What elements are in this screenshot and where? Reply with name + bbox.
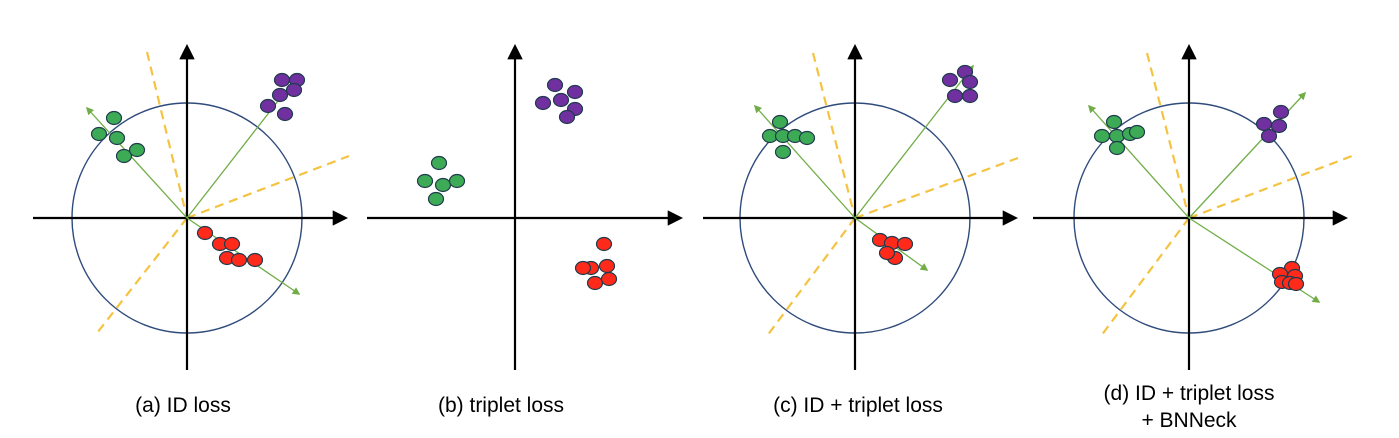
- panel-c-purple-sample-1: [941, 72, 959, 88]
- panel-d-purple-sample-2: [1255, 116, 1273, 132]
- panel-d-green-class-vector: [1087, 104, 1190, 219]
- panel-b-red-sample-1: [595, 236, 613, 252]
- panel-a-purple-sample-1: [273, 72, 291, 88]
- panel-c-red-sample-5: [878, 245, 896, 261]
- panel-a-green-sample-5: [128, 142, 146, 158]
- panel-c-green-sample-6: [774, 144, 792, 160]
- panel-a-red-sample-6: [246, 252, 264, 268]
- panel-a-caption-line-1: (a) ID loss: [135, 394, 231, 417]
- panel-c-purple-sample-3: [961, 74, 979, 90]
- panel-d-purple-sample-4: [1260, 128, 1278, 144]
- panel-a-decision-boundary-1: [145, 51, 189, 219]
- panel-c-decision-boundary-2: [854, 156, 1019, 220]
- panel-d-decision-boundary-1: [1145, 52, 1191, 219]
- panel-c-green-sample-5: [798, 130, 816, 146]
- panel-a-plot: [33, 43, 350, 370]
- panel-a-red-sample-1: [196, 225, 214, 241]
- panel-c: (c) ID + triplet loss: [703, 43, 1019, 417]
- panel-d-green-sample-2: [1093, 128, 1111, 144]
- panel-d-caption-line-2: + BNNeck: [1141, 409, 1237, 432]
- panel-c-decision-boundary-3: [766, 217, 856, 337]
- panel-a-purple-sample-6: [276, 106, 294, 122]
- panel-d-green-sample-5: [1128, 124, 1146, 140]
- panel-b-red-sample-5: [600, 271, 618, 287]
- panel-b-green-sample-4: [448, 173, 466, 189]
- panel-b-green-sample-2: [416, 173, 434, 189]
- panel-d-decision-boundary-3: [1100, 217, 1190, 337]
- panel-a-green-sample-4: [115, 148, 133, 164]
- panel-d-green-sample-1: [1105, 114, 1123, 130]
- panel-b-red-sample-3: [586, 275, 604, 291]
- panel-a-red-sample-5: [230, 252, 248, 268]
- panel-a-green-sample-2: [90, 126, 108, 142]
- panel-d-green-sample-6: [1108, 140, 1126, 156]
- panel-c-red-sample-3: [896, 236, 914, 252]
- panel-d-purple-sample-3: [1270, 118, 1288, 134]
- panel-a-purple-sample-3: [271, 87, 289, 103]
- panel-d-red-sample-6: [1287, 276, 1305, 292]
- panel-b-purple-sample-3: [552, 92, 570, 108]
- panel-a-green-class-vector: [85, 106, 188, 219]
- panel-d: (d) ID + triplet loss + BNNeck: [1033, 43, 1353, 432]
- panel-b-green-sample-3: [434, 177, 452, 193]
- panel-a-purple-sample-4: [285, 82, 303, 98]
- panel-b: (b) triplet loss: [367, 43, 684, 417]
- panel-c-caption-line-1: (c) ID + triplet loss: [773, 394, 943, 417]
- panel-b-purple-sample-1: [546, 77, 564, 93]
- panel-c-plot: [703, 43, 1019, 370]
- panel-b-purple-sample-2: [534, 95, 552, 111]
- panel-c-purple-sample-4: [946, 88, 964, 104]
- panel-b-purple-sample-4: [566, 84, 584, 100]
- panel-b-green-sample-5: [427, 191, 445, 207]
- panel-a-decision-boundary-3: [96, 217, 188, 334]
- panel-a-green-sample-3: [108, 130, 126, 146]
- panel-b-green-sample-1: [430, 155, 448, 171]
- panel-a-red-sample-3: [223, 236, 241, 252]
- panel-c-green-class-vector: [753, 104, 856, 219]
- panel-c-green-sample-1: [771, 114, 789, 130]
- panel-b-red-sample-6: [574, 260, 592, 276]
- panel-b-plot: [367, 43, 684, 370]
- panel-d-decision-boundary-2: [1188, 154, 1353, 220]
- panel-c-purple-sample-5: [961, 88, 979, 104]
- panel-d-purple-sample-1: [1272, 104, 1290, 120]
- panel-d-caption-line-1: (d) ID + triplet loss: [1104, 382, 1275, 405]
- panel-a: (a) ID loss: [33, 43, 350, 417]
- panel-b-red-sample-4: [598, 258, 616, 274]
- panel-b-purple-sample-6: [558, 109, 576, 125]
- panel-a-purple-sample-5: [259, 98, 277, 114]
- panel-b-caption-line-1: (b) triplet loss: [438, 394, 564, 417]
- panel-d-plot: [1033, 43, 1353, 370]
- panel-c-decision-boundary-1: [811, 52, 857, 219]
- panel-a-green-sample-1: [105, 110, 123, 126]
